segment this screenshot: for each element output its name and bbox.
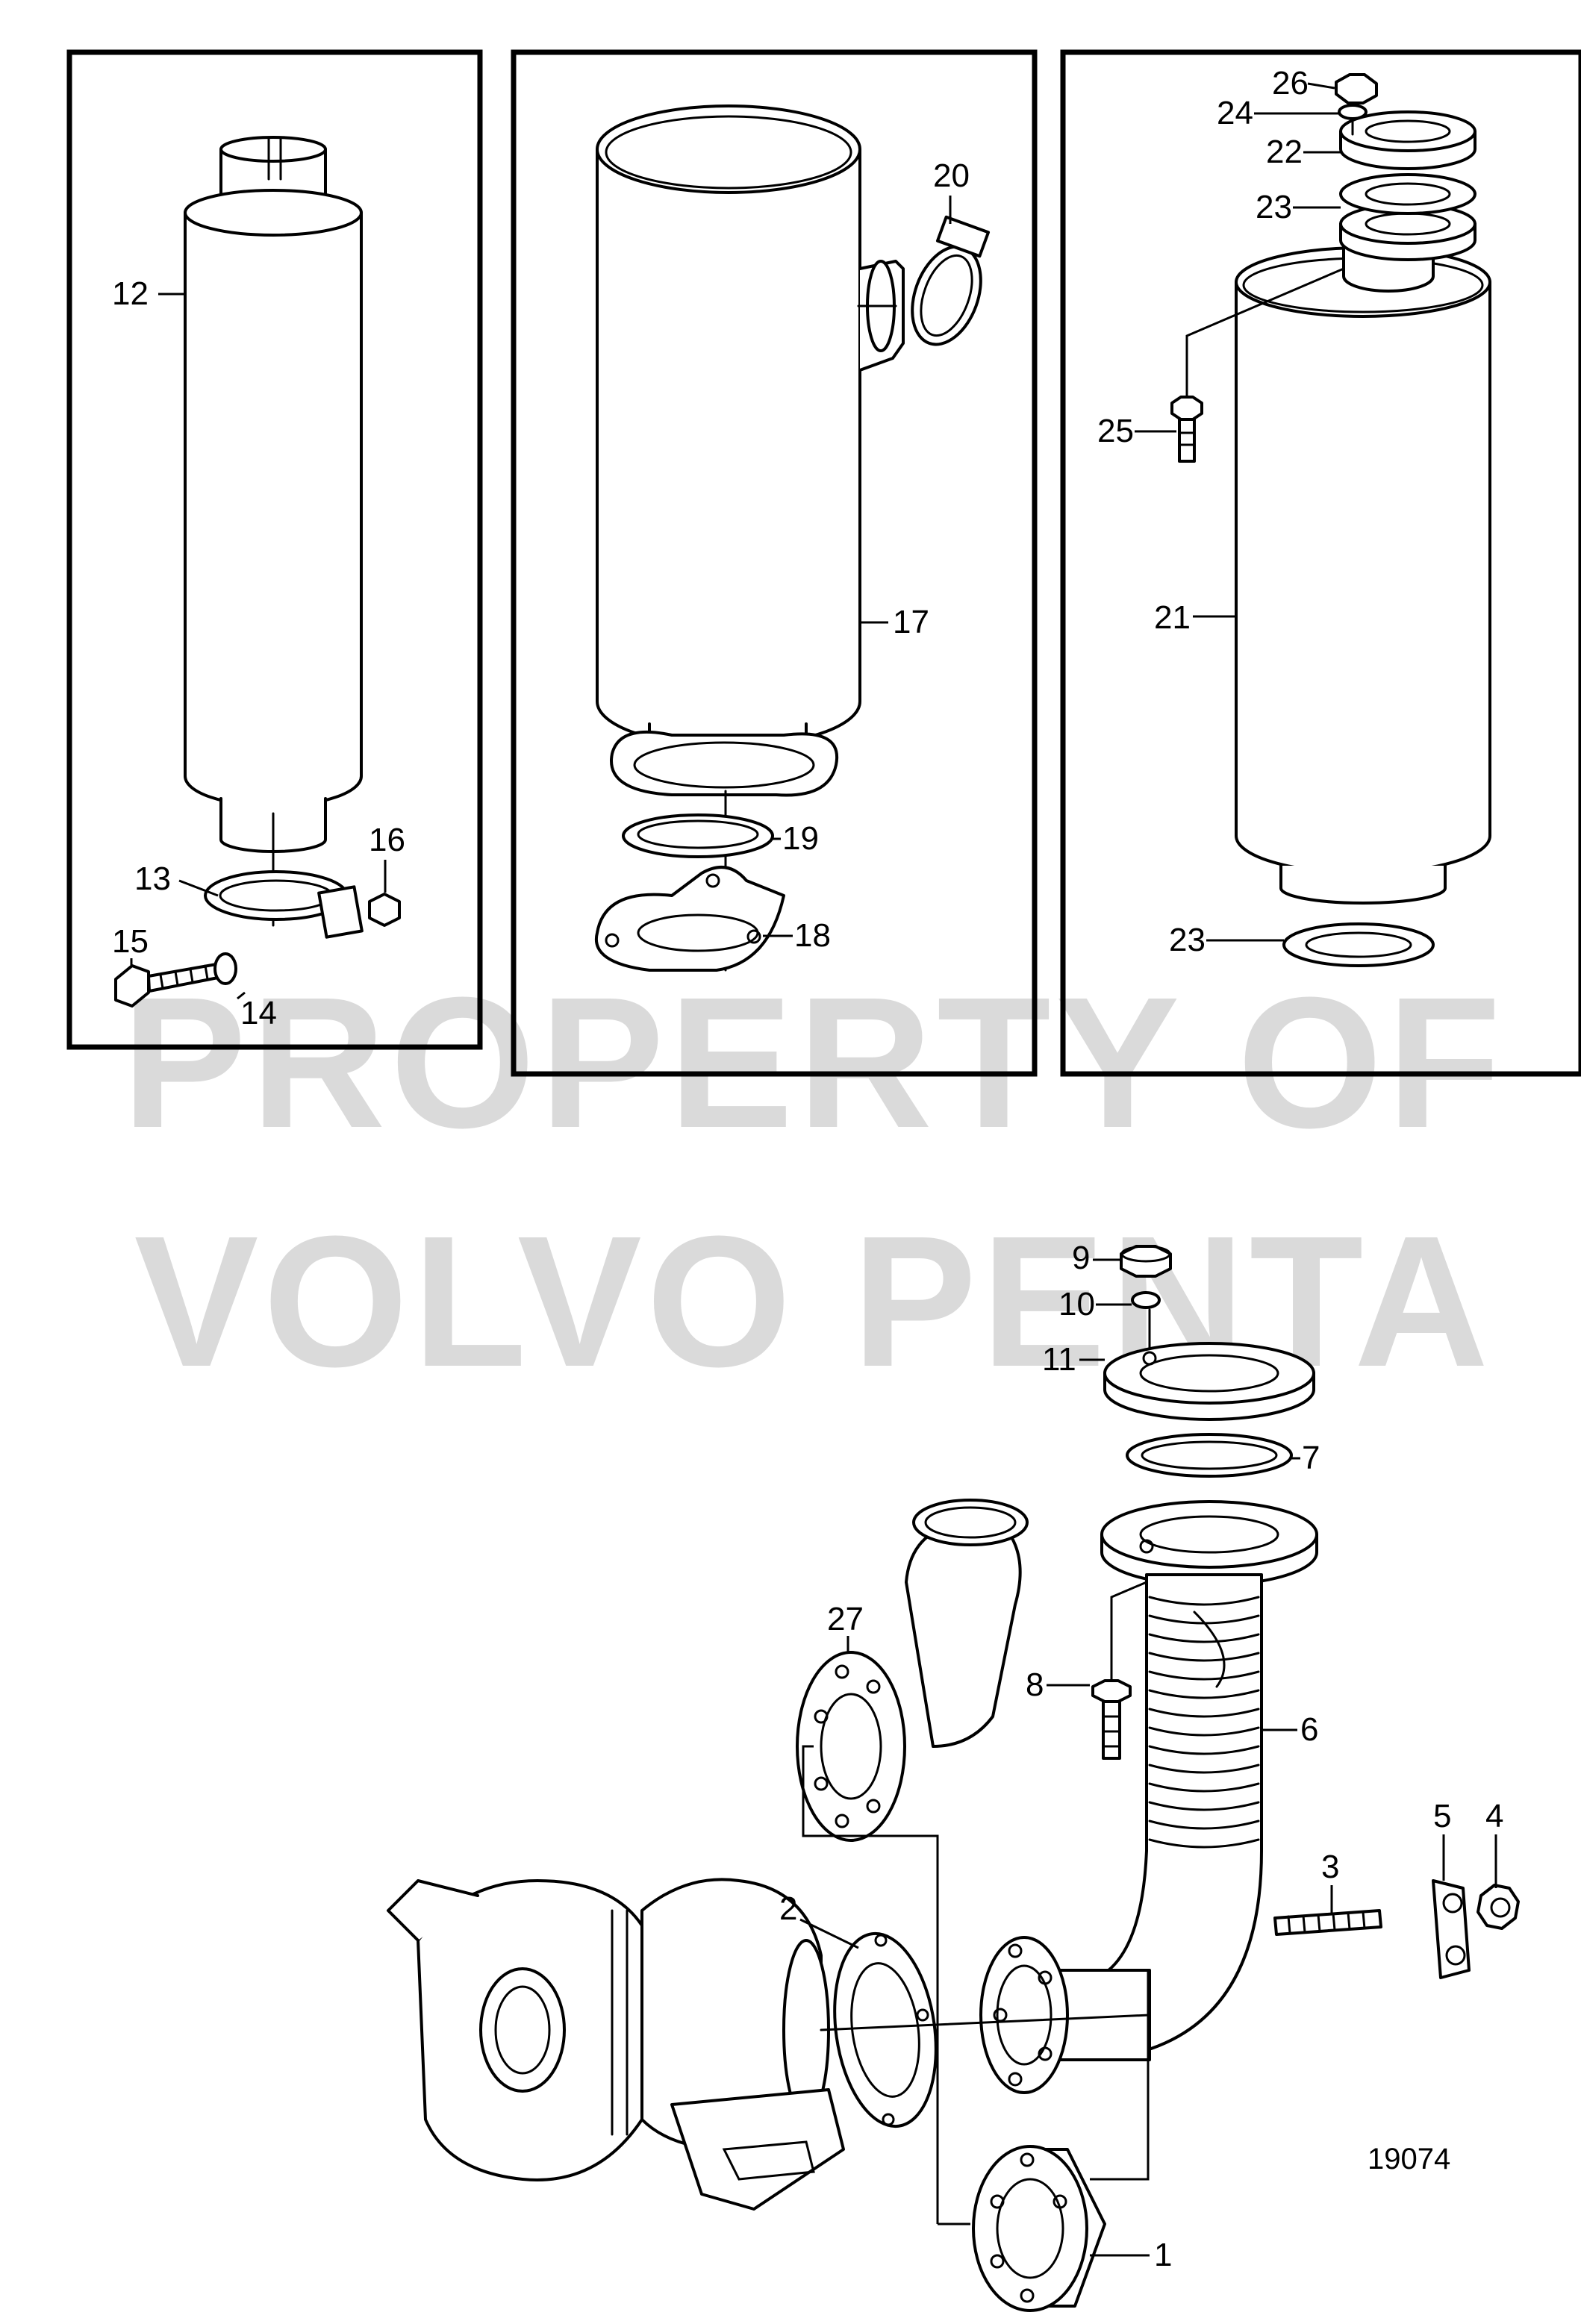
assembly-line-part-8 [1110,1581,1147,1679]
flange-lower-part-6 [1100,1500,1318,1587]
nut-part-16 [368,893,401,927]
label-16: 16 [369,822,405,858]
gasket-part-7 [1126,1433,1293,1478]
label-7: 7 [1302,1440,1320,1476]
muffler-flanged-part-21 [1235,246,1491,905]
label-13: 13 [134,860,171,897]
label-20: 20 [933,157,970,194]
label-11: 11 [1042,1341,1076,1378]
gasket-upper-part-17 [610,730,839,797]
label-27: 27 [827,1601,864,1637]
label-23-lower: 23 [1169,922,1206,958]
label-22: 22 [1266,134,1303,170]
plate-part-5 [1432,1879,1471,1979]
elbow-part-27 [796,1499,1029,1842]
bolt-part-25 [1170,396,1203,463]
bolt-part-8 [1091,1679,1132,1760]
label-24: 24 [1217,95,1253,131]
watermark: PROPERTY OF VOLVO PENTA [122,958,1505,1405]
assembly-line-flange [1090,1970,1150,2181]
label-6: 6 [1300,1711,1318,1748]
gasket-part-23-lower [1282,922,1435,967]
labels-panel-1: 12 13 16 15 14 [112,275,405,1031]
flange-part-1 [972,2145,1106,2312]
labels-panel-2: 20 17 19 18 [763,157,970,954]
label-23-upper: 23 [1256,189,1292,225]
flange-part-18 [594,866,785,972]
panel-muffler-side-outlet [511,49,1038,1077]
panel-muffler-long [66,49,483,1050]
watermark-line-1: PROPERTY OF [122,958,1505,1166]
nut-part-4 [1476,1884,1520,1930]
washer-part-10 [1131,1291,1161,1309]
labels-lower: 9 10 11 7 8 6 27 5 4 3 2 1 [779,1240,1503,2273]
reference-number: 19074 [1368,2143,1450,2175]
clamp-part-20 [911,215,991,346]
label-1: 1 [1154,2237,1172,2273]
flange-part-11 [1103,1342,1315,1421]
label-8: 8 [1026,1667,1044,1703]
axis-line-turbo [820,2014,1151,2031]
label-17: 17 [893,604,929,640]
label-21: 21 [1154,599,1191,636]
label-3: 3 [1321,1849,1339,1885]
label-12: 12 [112,275,149,312]
label-15: 15 [112,923,149,960]
stud-part-3 [1273,1909,1382,1936]
bellows-part-6 [1096,1573,1263,2061]
label-19: 19 [782,820,819,857]
stack-flanges-top [1339,110,1476,293]
panel-muffler-flanged [1060,49,1581,1077]
label-4: 4 [1485,1798,1503,1834]
assembly-line-part-25 [1185,267,1344,396]
label-5: 5 [1433,1798,1451,1834]
label-9: 9 [1072,1240,1090,1276]
clamp-part-13 [204,870,364,939]
turbocharger [387,1878,845,2211]
label-26: 26 [1272,65,1309,101]
nut-part-26 [1335,73,1378,104]
muffler-long-part-12 [184,136,363,927]
outlet-elbow-flange [979,1936,1151,2094]
gasket-part-2 [833,1931,938,2128]
label-18: 18 [794,917,831,954]
labels-panel-3: 26 24 22 23 25 21 23 [1097,65,1341,958]
seal-ring-part-19 [622,813,774,858]
nut-part-9 [1120,1245,1172,1278]
label-2: 2 [779,1890,797,1927]
label-14: 14 [240,995,277,1031]
washer-part-24 [1338,104,1368,120]
muffler-side-outlet-part-17 [596,104,905,763]
washer-part-14 [213,952,237,985]
assembly-line-part-27 [802,1745,939,2224]
label-10: 10 [1058,1286,1095,1322]
label-25: 25 [1097,413,1134,449]
